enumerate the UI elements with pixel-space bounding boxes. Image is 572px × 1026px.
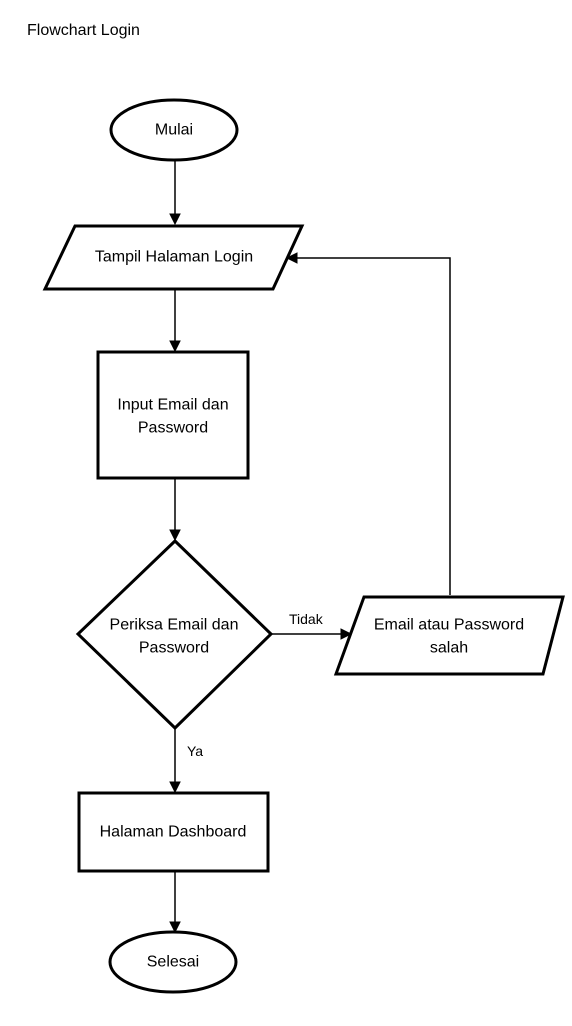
node-error-label-line2: salah <box>430 640 468 657</box>
edges <box>169 161 451 934</box>
arrowhead <box>169 781 181 794</box>
io-shape <box>42 224 305 291</box>
arrowhead <box>169 921 181 934</box>
terminator-shape <box>109 98 239 162</box>
node-show-login-label: Tampil Halaman Login <box>95 249 253 266</box>
io-shape <box>333 595 565 676</box>
terminator-shape <box>108 930 238 994</box>
node-start-label: Mulai <box>155 122 193 139</box>
node-check-label-line1: Periksa Email dan <box>110 617 239 634</box>
edge-error-back-to-show-login <box>295 257 451 595</box>
arrowhead <box>169 340 181 353</box>
edge-label-no: Tidak <box>289 611 324 627</box>
node-input-label-line2: Password <box>138 420 208 437</box>
process-shape <box>77 791 270 873</box>
node-dashboard-label: Halaman Dashboard <box>100 824 247 841</box>
arrowhead <box>285 252 298 264</box>
node-dashboard: Halaman Dashboard <box>77 791 270 873</box>
arrowhead <box>169 529 181 542</box>
node-input: Input Email dan Password <box>96 350 250 480</box>
node-error-label-line1: Email atau Password <box>374 617 524 634</box>
arrowhead <box>340 628 353 640</box>
node-check-label-line2: Password <box>139 640 209 657</box>
node-start: Mulai <box>109 98 239 162</box>
node-end-label: Selesai <box>147 954 199 971</box>
arrowhead <box>169 213 181 226</box>
node-check: Periksa Email dan Password <box>75 538 274 731</box>
decision-shape <box>75 538 274 731</box>
page-title: Flowchart Login <box>27 22 140 39</box>
edge-label-yes: Ya <box>187 743 203 759</box>
process-shape <box>96 350 250 480</box>
node-error: Email atau Password salah <box>333 595 565 676</box>
node-show-login: Tampil Halaman Login <box>42 224 305 291</box>
node-end: Selesai <box>108 930 238 994</box>
node-input-label-line1: Input Email dan <box>117 397 228 414</box>
